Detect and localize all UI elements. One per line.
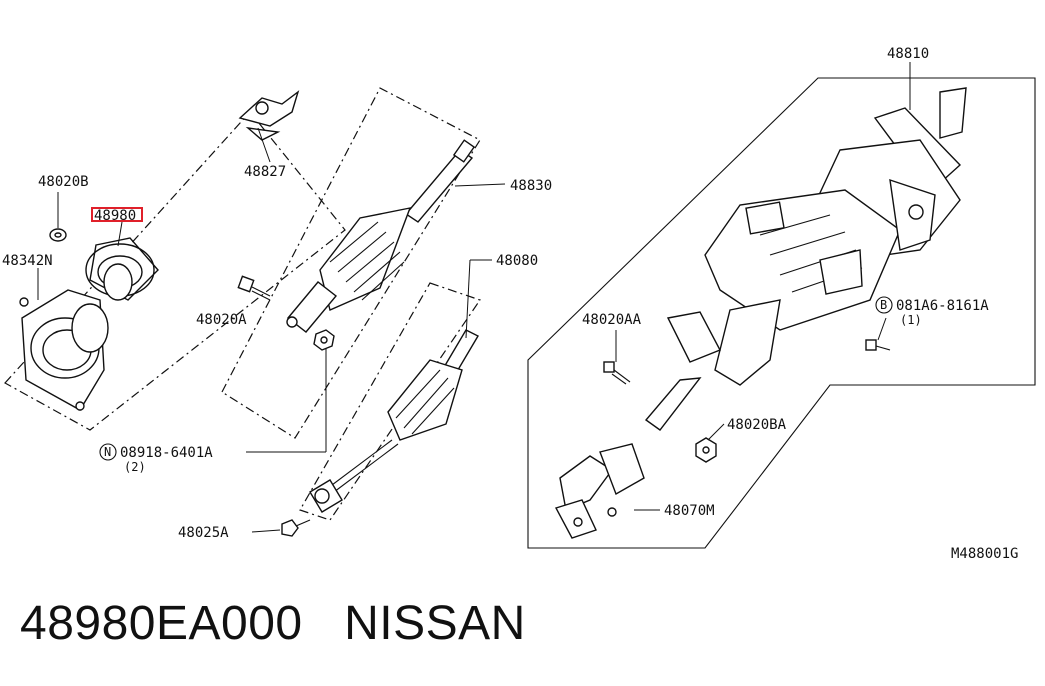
label-48080: 48080 bbox=[496, 253, 538, 269]
badge-b bbox=[875, 296, 893, 314]
group-box-column bbox=[527, 77, 1036, 549]
bolt-48020AA bbox=[603, 361, 631, 385]
label-48020A: 48020A bbox=[196, 312, 247, 328]
seal-48342N bbox=[19, 263, 133, 411]
label-48830: 48830 bbox=[510, 178, 552, 194]
label-48810: 48810 bbox=[887, 46, 929, 62]
caption: 48980EA000 NISSAN bbox=[20, 596, 526, 651]
label-48980: 48980 bbox=[94, 208, 136, 224]
label-48020BA: 48020BA bbox=[727, 417, 787, 433]
bolt-48025A bbox=[281, 519, 311, 537]
bolt-48020A bbox=[237, 275, 271, 301]
label-48020AA: 48020AA bbox=[582, 312, 642, 328]
label-48025A: 48025A bbox=[178, 525, 229, 541]
nut-08918 bbox=[313, 329, 335, 351]
diagram-code: M488001G bbox=[951, 546, 1018, 562]
leader-lines bbox=[37, 62, 911, 533]
label-48070M: 48070M bbox=[664, 503, 715, 519]
label-48827: 48827 bbox=[244, 164, 286, 180]
nut-48020BA bbox=[695, 437, 717, 463]
label-08918-qty: (2) bbox=[124, 460, 146, 474]
column-48810 bbox=[644, 87, 967, 431]
intermediate-shaft-48080 bbox=[309, 329, 479, 513]
caption-brand: NISSAN bbox=[344, 597, 526, 650]
joint-48070M bbox=[554, 443, 645, 539]
group-box-intermediate-shaft bbox=[299, 282, 481, 521]
group-box-middle bbox=[221, 87, 481, 439]
clip-48827 bbox=[238, 90, 300, 141]
label-081A6: 081A6-8161A bbox=[896, 298, 989, 314]
label-081A6-qty: (1) bbox=[900, 313, 922, 327]
label-48342N: 48342N bbox=[2, 253, 53, 269]
shaft-48830 bbox=[286, 139, 476, 333]
highlight-frame bbox=[91, 207, 143, 222]
nut-48020B bbox=[49, 228, 67, 242]
group-box-left bbox=[4, 111, 346, 431]
caption-part-number: 48980EA000 bbox=[20, 597, 303, 650]
badge-n-letter: N bbox=[104, 445, 111, 459]
badge-b-letter: B bbox=[880, 298, 887, 312]
badge-n bbox=[99, 443, 117, 461]
label-08918: 08918-6401A bbox=[120, 445, 213, 461]
bolt-081A6 bbox=[865, 339, 891, 351]
label-48020B: 48020B bbox=[38, 174, 89, 190]
